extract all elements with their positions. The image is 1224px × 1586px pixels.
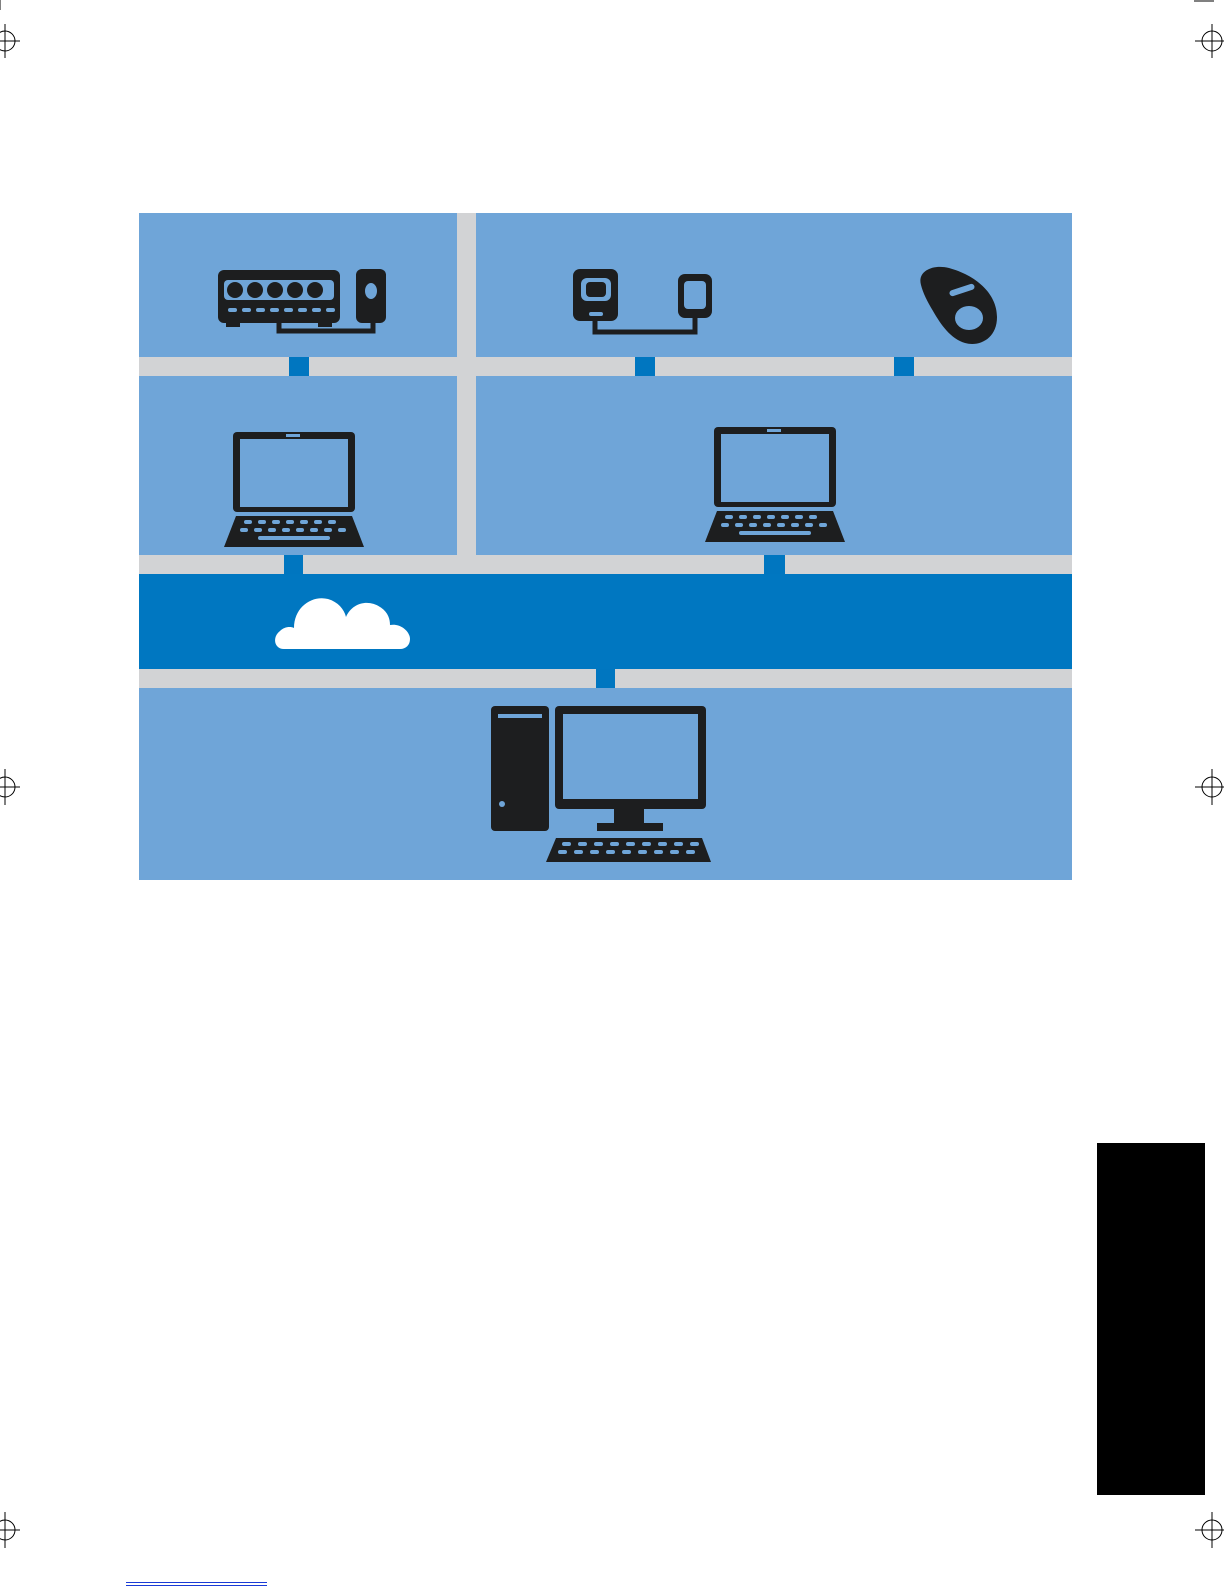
footer-rule	[126, 1582, 267, 1583]
powerline-switch-icon	[216, 267, 388, 337]
vertical-divider	[457, 213, 476, 555]
registration-mark-bottom-left	[0, 1510, 30, 1584]
laptop-icon	[705, 427, 845, 544]
powerline-adapter-icon	[571, 267, 717, 337]
registration-mark-top-left	[0, 0, 30, 70]
network-diagram	[139, 213, 1072, 880]
laptop-icon	[224, 432, 364, 549]
connection-rail	[139, 357, 1072, 376]
connection-node	[635, 357, 655, 376]
registration-mark-middle-left	[0, 765, 30, 809]
registration-mark-bottom-right	[1190, 1510, 1224, 1584]
connection-node	[894, 357, 914, 376]
cloud-icon	[272, 593, 412, 651]
wireless-adapter-icon	[917, 265, 1001, 347]
connection-rail	[139, 555, 1072, 574]
connection-node	[284, 555, 303, 574]
connection-node	[596, 669, 615, 688]
connection-node	[764, 555, 785, 574]
desktop-computer-icon	[490, 705, 714, 865]
registration-mark-middle-right	[1190, 765, 1224, 809]
registration-mark-top-right	[1190, 0, 1224, 70]
connection-node	[289, 357, 309, 376]
side-tab	[1097, 1143, 1205, 1495]
